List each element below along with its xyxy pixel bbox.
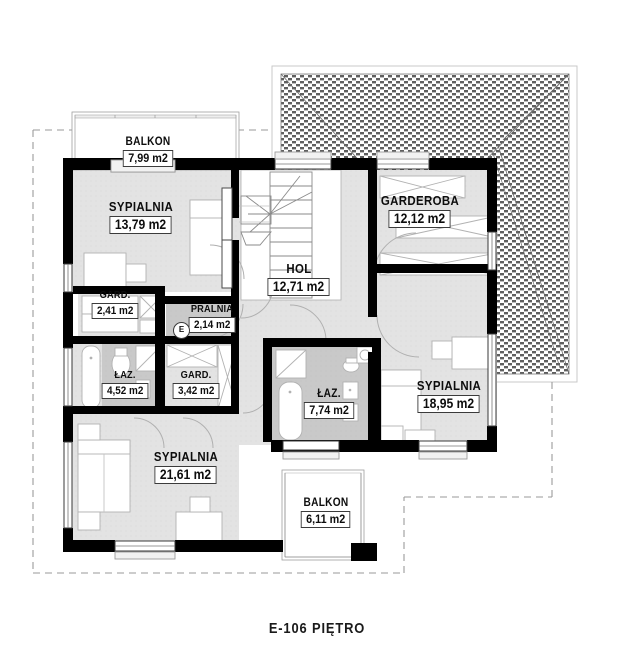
page-title: E-106 PIĘTRO (268, 620, 366, 637)
staircase (239, 169, 342, 301)
electrical-panel-glyph: E (178, 325, 185, 334)
walls (63, 158, 497, 561)
electrical-panel-icon: E (173, 322, 190, 339)
